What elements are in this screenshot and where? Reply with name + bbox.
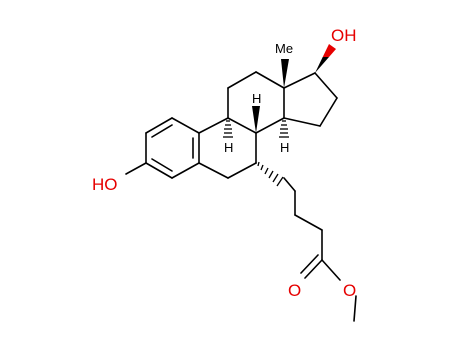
oh-17-label: OH <box>331 26 357 45</box>
h9-hash-bond <box>223 120 233 138</box>
ether-oxygen-label: O <box>343 281 356 300</box>
methyl-wedge <box>281 59 289 88</box>
h9-label: H <box>224 140 233 155</box>
oh-3-label: HO <box>92 175 118 194</box>
methyl-label: Me <box>275 41 293 56</box>
ring-b <box>198 117 257 179</box>
c3-o-bond <box>125 162 147 175</box>
h14-label: H <box>280 140 289 155</box>
ring-d <box>283 72 338 127</box>
oh17-wedge <box>315 44 336 73</box>
ring-a-aromatic <box>145 117 200 179</box>
side-chain <box>283 177 357 322</box>
ring-c <box>227 71 285 134</box>
carbonyl-oxygen-label: O <box>288 281 301 300</box>
h8-wedge <box>252 106 260 133</box>
c7-hash-bond <box>257 161 284 187</box>
h14-hash-bond <box>279 120 289 138</box>
h8-label: H <box>252 91 261 106</box>
